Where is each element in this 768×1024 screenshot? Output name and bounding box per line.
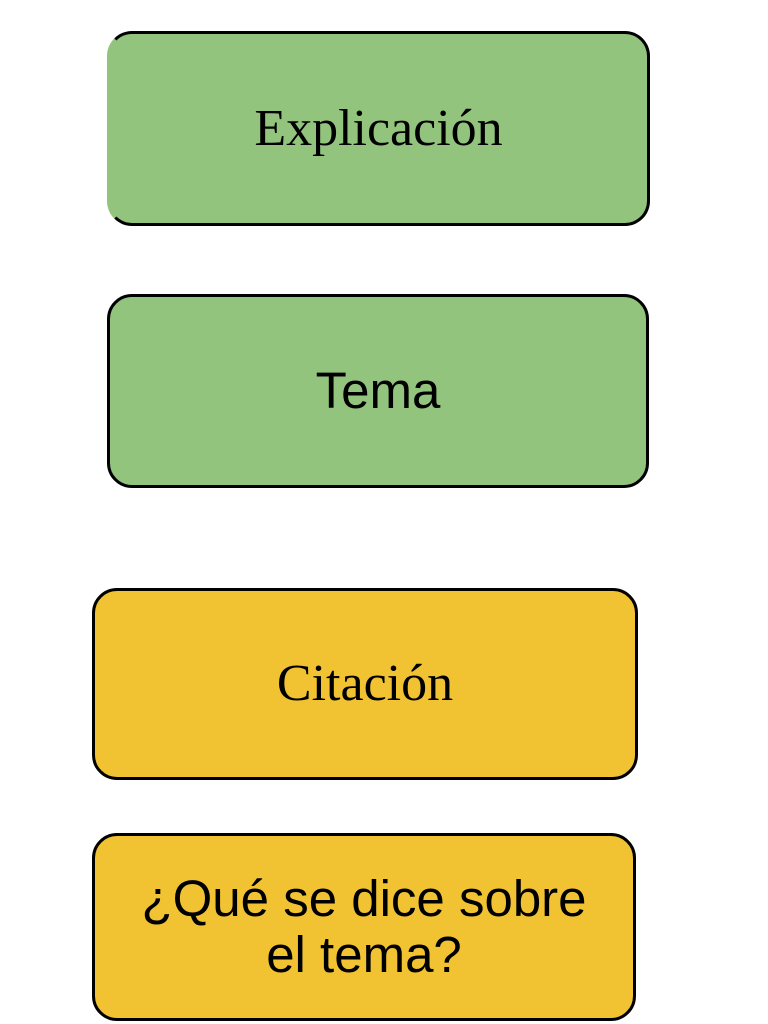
node-label: Citación — [276, 655, 454, 713]
diagram-node-explicacion: Explicación — [107, 31, 650, 226]
node-label: ¿Qué se dice sobre el tema? — [141, 869, 587, 983]
node-label: Explicación — [254, 99, 503, 157]
diagram-node-tema: Tema — [107, 294, 649, 488]
diagram-node-que-se-dice-sobre-el-tema: ¿Qué se dice sobre el tema? — [92, 833, 636, 1021]
diagram-node-citacion: Citación — [92, 588, 638, 780]
node-label: Tema — [315, 361, 441, 419]
